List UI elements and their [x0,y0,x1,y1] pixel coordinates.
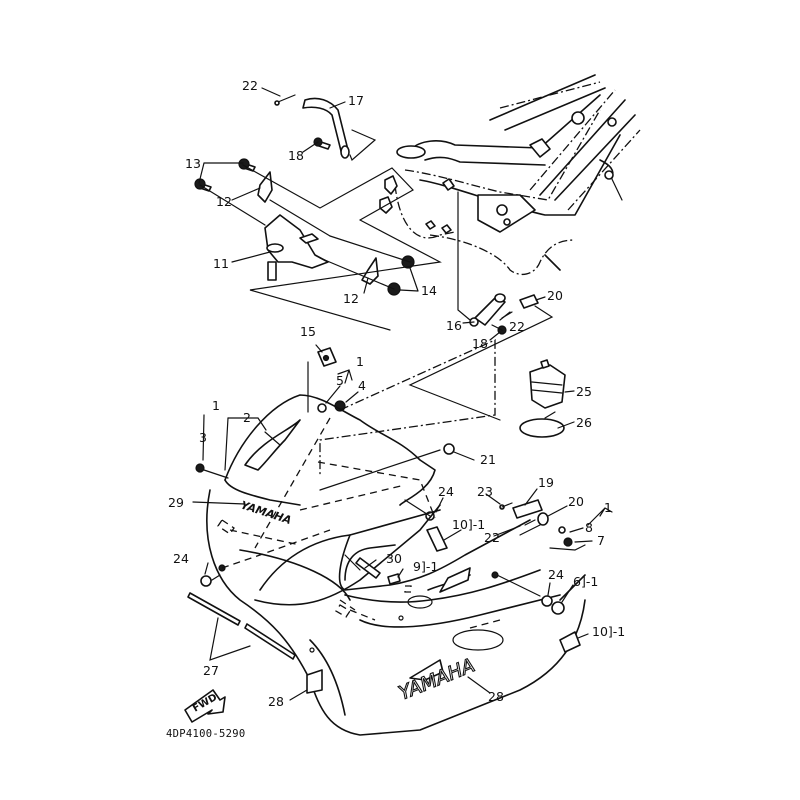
part-2-windscreen [224,394,436,506]
callout-29: 29 [168,495,184,510]
callout-10: 10]-1 [452,517,485,532]
part-10-decal-a [426,526,448,552]
callout-3: 3 [199,430,207,445]
callout-6: 6]-1 [573,574,598,589]
part-28-tab [306,669,323,694]
callout-28: 28 [268,694,284,709]
part-30-decal [355,557,381,579]
callout-7: 7 [597,533,605,548]
fwd-arrow-icon: FWD [184,689,226,723]
callout-14: 14 [421,283,437,298]
part-26-band [519,418,565,438]
callout-15: 15 [300,324,316,339]
callout-22: 22 [484,530,500,545]
callout-11: 11 [213,256,229,271]
callout-22: 22 [509,319,525,334]
callout-26: 26 [576,415,592,430]
callout-22: 22 [242,78,258,93]
callout-28: 28 [488,689,504,704]
callout-20: 20 [568,494,584,509]
callout-19: 19 [538,475,554,490]
callout-24: 24 [548,567,564,582]
callout-18: 18 [472,336,488,351]
part-10-decal-b [559,631,581,653]
callout-8: 8 [585,520,593,535]
part-code: 4DP4100-5290 [166,728,245,740]
frame-subassembly [394,74,641,321]
callout-20: 20 [547,288,563,303]
windscreen-subassembly [195,338,496,549]
callout-1: 1 [356,354,364,369]
stay-subassembly-right [408,293,566,438]
part-9-decal [387,573,401,585]
callout-1: 1 [212,398,220,413]
leader-lines [192,87,613,701]
bracket-subassembly [194,94,452,331]
callout-27: 27 [203,663,219,678]
brand-logos: YAMAHA YAMAHA [239,498,478,705]
callout-12: 12 [343,291,359,306]
part-27-strips [187,592,296,661]
callout-4: 4 [358,378,366,393]
callout-30: 30 [386,551,402,566]
callout-24: 24 [438,484,454,499]
callout-2: 2 [243,410,251,425]
callout-5: 5 [336,373,344,388]
part-11-bracket [264,214,329,269]
callout-9: 9]-1 [413,559,438,574]
callout-10: 10]-1 [592,624,625,639]
callout-12: 12 [216,194,232,209]
callout-17: 17 [348,93,364,108]
callout-23: 23 [477,484,493,499]
callout-labels: 22 17 18 13 12 11 12 14 20 16 22 18 15 1… [168,78,625,709]
callout-16: 16 [446,318,462,333]
callout-25: 25 [576,384,592,399]
callout-24: 24 [173,551,189,566]
callout-21: 21 [480,452,496,467]
cowling-body [200,489,586,736]
callout-18: 18 [288,148,304,163]
callout-13: 13 [185,156,201,171]
callout-1: 1 [604,500,612,515]
part-25-grommet [529,364,566,409]
